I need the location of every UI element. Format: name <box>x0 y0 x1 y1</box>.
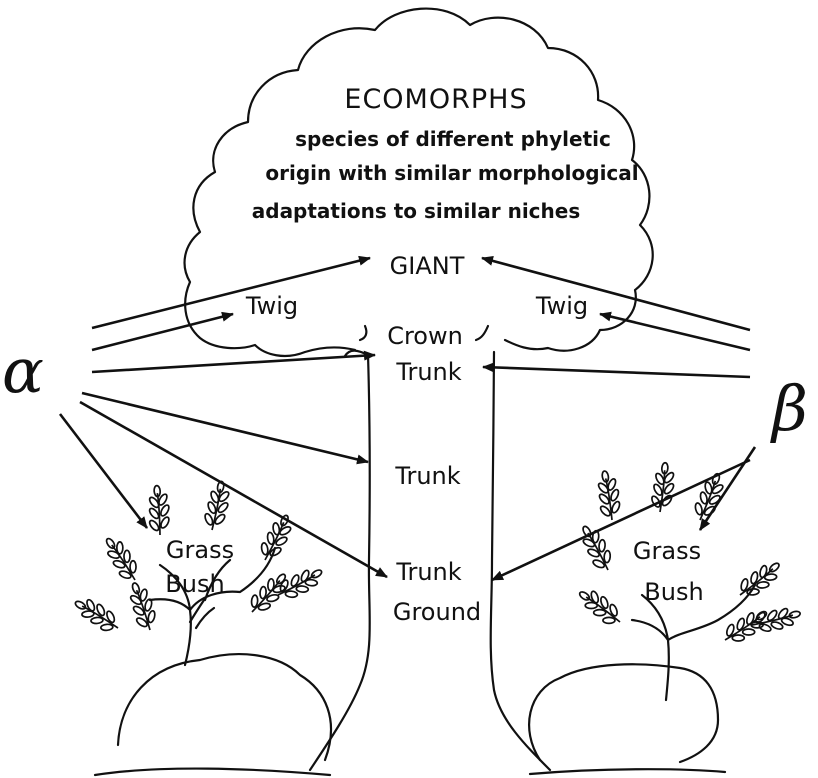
label-ground: Ground <box>393 598 481 626</box>
label-trunk-upper: Trunk <box>395 358 461 386</box>
alpha-arrows <box>58 255 388 579</box>
left-ground-line <box>93 767 332 777</box>
tree-trunk-left <box>308 353 371 772</box>
cloud-description-line-3: adaptations to similar niches <box>252 199 581 223</box>
label-crown: Crown <box>387 322 463 350</box>
label-twig-left: Twig <box>245 292 298 320</box>
beta-symbol: β <box>770 372 808 445</box>
label-trunk-lower: Trunk <box>395 558 461 586</box>
arrow-alpha-to-trunk <box>81 391 369 465</box>
tree-canopy <box>183 7 654 358</box>
arrow-beta-to-grass-bush <box>698 446 757 531</box>
label-grass-left: Grass <box>166 536 234 564</box>
right-ground-line <box>528 768 727 776</box>
left-ground-mound <box>116 653 333 762</box>
right-bush <box>572 460 805 702</box>
left-bush <box>68 478 329 667</box>
arrow-alpha-to-giant <box>91 255 371 330</box>
label-bush-left: Bush <box>165 570 224 598</box>
label-grass-right: Grass <box>633 537 701 565</box>
alpha-symbol: α <box>2 334 44 407</box>
right-ground-mound <box>527 663 720 764</box>
tree-trunk-right <box>489 350 552 772</box>
arrow-alpha-to-crown-trunk <box>91 350 376 374</box>
arrow-beta-to-crown-trunk <box>482 362 751 379</box>
cloud-description-line-1: species of different phyletic <box>295 127 611 151</box>
arrow-alpha-to-grass-bush <box>58 413 149 529</box>
cloud-title: ECOMORPHS <box>344 84 527 115</box>
crown-tick-left <box>358 324 368 342</box>
crown-tick-right <box>474 324 490 342</box>
arrow-alpha-to-trunk-ground <box>79 400 388 579</box>
label-bush-right: Bush <box>644 578 703 606</box>
arrow-alpha-to-twig <box>91 311 234 352</box>
arrow-beta-to-giant <box>481 256 751 332</box>
label-trunk-middle: Trunk <box>394 462 460 490</box>
cloud-description-line-2: origin with similar morphological <box>265 161 638 185</box>
label-giant: GIANT <box>390 252 465 280</box>
arrow-beta-to-twig <box>599 311 751 352</box>
label-twig-right: Twig <box>535 292 588 320</box>
beta-arrows <box>481 256 757 582</box>
arrow-beta-to-trunk-ground <box>491 458 751 582</box>
